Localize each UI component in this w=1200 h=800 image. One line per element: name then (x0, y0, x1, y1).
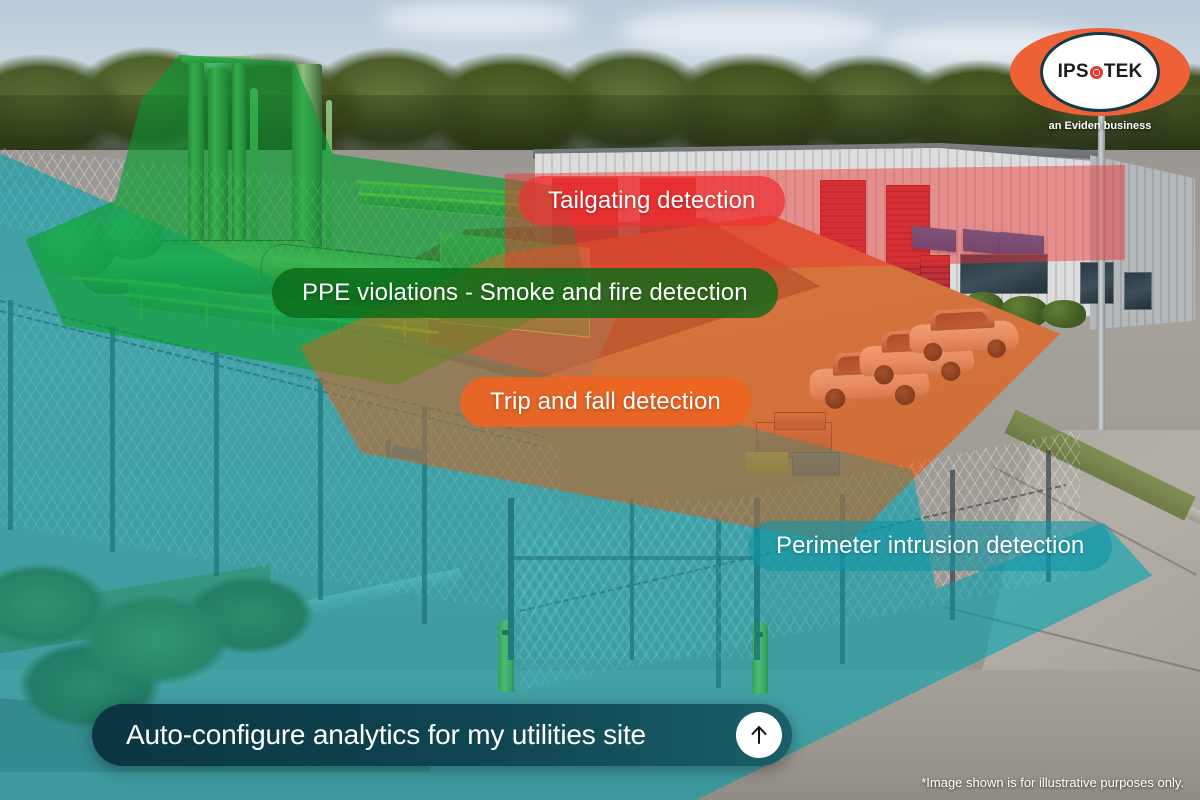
handrail-post (206, 302, 208, 326)
logo-inner-circle: IPS TEK (1040, 32, 1160, 112)
handrail-post (272, 308, 274, 332)
crate (774, 412, 826, 430)
camera-mount (386, 440, 391, 458)
arrow-up-icon[interactable] (736, 712, 782, 758)
logo-wordmark: IPS TEK (1058, 61, 1143, 83)
fence-post (110, 326, 115, 552)
label-text: Tailgating detection (548, 187, 756, 214)
awning (912, 225, 956, 253)
building-window (1080, 262, 1114, 304)
disclaimer-footnote: *Image shown is for illustrative purpose… (921, 775, 1184, 790)
gate-rail (508, 556, 760, 560)
label-trip-fall-detection[interactable]: Trip and fall detection (460, 377, 751, 427)
cta-label: Auto-configure analytics for my utilitie… (126, 719, 646, 750)
building-window (1124, 272, 1152, 310)
fence-post (214, 352, 219, 576)
fence-post (8, 300, 13, 530)
handrail-post (140, 296, 142, 320)
target-o-icon (1089, 65, 1103, 79)
ipsotek-logo: IPS TEK an Eviden business (1010, 28, 1190, 146)
logo-tagline: an Eviden business (1048, 120, 1152, 132)
label-perimeter-intrusion-detection[interactable]: Perimeter intrusion detection (748, 521, 1113, 571)
label-text: Trip and fall detection (490, 388, 721, 415)
label-text: Perimeter intrusion detection (776, 532, 1085, 559)
auto-configure-cta-button[interactable]: Auto-configure analytics for my utilitie… (92, 704, 792, 766)
fence-post (318, 378, 323, 600)
gate-frame (508, 498, 514, 660)
fence-post (840, 494, 845, 664)
yellow-container (746, 452, 788, 474)
gate-frame (754, 498, 760, 660)
logo-text-left: IPS (1057, 61, 1089, 82)
building-window (960, 254, 1048, 294)
label-text: PPE violations - Smoke and fire detectio… (302, 279, 748, 306)
label-ppe-smoke-fire-detection[interactable]: PPE violations - Smoke and fire detectio… (272, 268, 778, 318)
fence-post (422, 406, 427, 624)
gate-panel (510, 500, 760, 660)
logo-text-right: TEK (1103, 61, 1143, 82)
crate (792, 452, 840, 476)
label-tailgating-detection[interactable]: Tailgating detection (518, 176, 786, 226)
car-window (935, 311, 988, 328)
gate-frame (630, 498, 634, 660)
pipe (182, 56, 252, 63)
shrub (1042, 300, 1086, 328)
handrail-post (404, 320, 406, 344)
